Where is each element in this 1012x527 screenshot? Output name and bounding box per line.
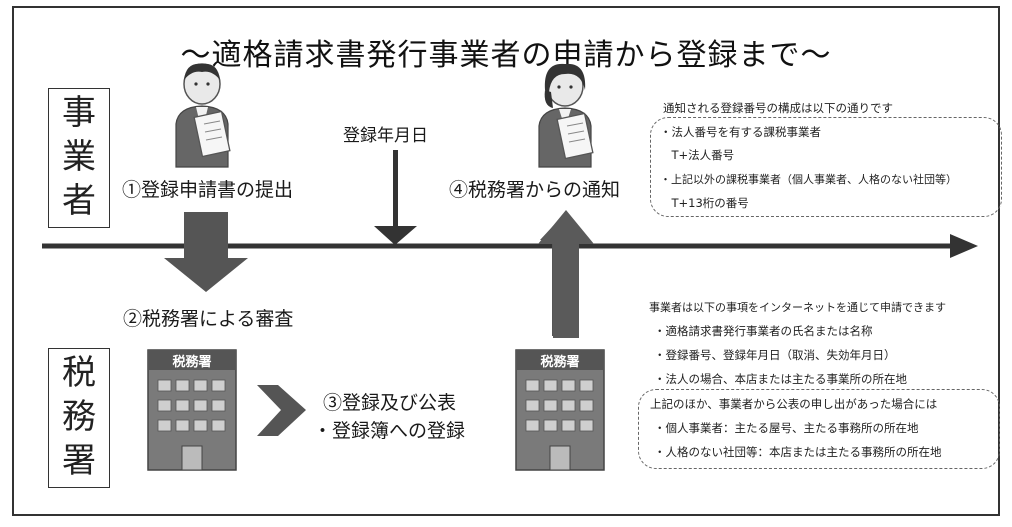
- registration-date-arrow: [374, 150, 417, 245]
- timeline-arrow: [42, 234, 978, 258]
- step3-label-line2: ・登録簿への登録: [313, 420, 466, 442]
- extra-publication-box: [638, 389, 1000, 469]
- internet-line-1: ・適格請求書発行事業者の氏名または名称: [654, 324, 873, 338]
- notice-line-3: ・上記以外の課税事業者（個人事業者、人格のない社団等）: [660, 173, 957, 186]
- notice-heading: 通知される登録番号の構成は以下の通りです: [663, 101, 893, 115]
- person-business-male-icon: [175, 63, 231, 168]
- tax-office-side-char-3: 署: [62, 441, 96, 481]
- business-side-char-2: 業: [62, 137, 96, 177]
- internet-line-3: ・法人の場合、本店または主たる事業所の所在地: [654, 372, 907, 386]
- step4-label: ④税務署からの通知: [449, 179, 621, 201]
- tax-office-side-label: 税 務 署: [48, 348, 110, 488]
- extra-heading: 上記のほか、事業者から公表の申し出があった場合には: [650, 397, 938, 411]
- tax-office-side-char-2: 務: [62, 397, 96, 437]
- diagram-frame: [12, 6, 1000, 516]
- business-side-char-3: 者: [62, 181, 96, 221]
- notice-line-4: T+13桁の番号: [660, 196, 749, 210]
- step3-right-arrow: [257, 385, 306, 436]
- notice-line-2: T+法人番号: [660, 148, 735, 162]
- person-business-female-icon: [538, 63, 594, 168]
- extra-line-2: ・人格のない社団等：本店または主たる事務所の所在地: [654, 445, 942, 459]
- business-side-char-1: 事: [62, 93, 96, 133]
- internet-line-2: ・登録番号、登録年月日（取消、失効年月日）: [654, 348, 896, 362]
- building-sign-1: 税務署: [172, 354, 211, 370]
- internet-heading: 事業者は以下の事項をインターネットを通じて申請できます: [649, 301, 946, 314]
- building-sign-2: 税務署: [540, 354, 579, 370]
- tax-office-building-icon-2: [515, 349, 605, 471]
- tax-office-building-icon: [147, 349, 237, 471]
- step3-label-line1: ③登録及び公表: [323, 392, 457, 414]
- step4-up-arrow: [538, 210, 594, 338]
- step1-label: ①登録申請書の提出: [122, 179, 294, 201]
- diagram-title: 〜適格請求書発行事業者の申請から登録まで〜: [180, 38, 832, 73]
- business-side-label: 事 業 者: [48, 88, 110, 228]
- notice-line-1: ・法人番号を有する課税事業者: [660, 125, 821, 139]
- extra-line-1: ・個人事業者：主たる屋号、主たる事務所の所在地: [654, 421, 919, 435]
- step2-label: ②税務署による審査: [123, 308, 294, 330]
- step2-down-arrow: [164, 212, 248, 292]
- tax-office-side-char-1: 税: [62, 353, 96, 393]
- notice-box: [650, 117, 1002, 217]
- registration-date-label: 登録年月日: [343, 126, 428, 146]
